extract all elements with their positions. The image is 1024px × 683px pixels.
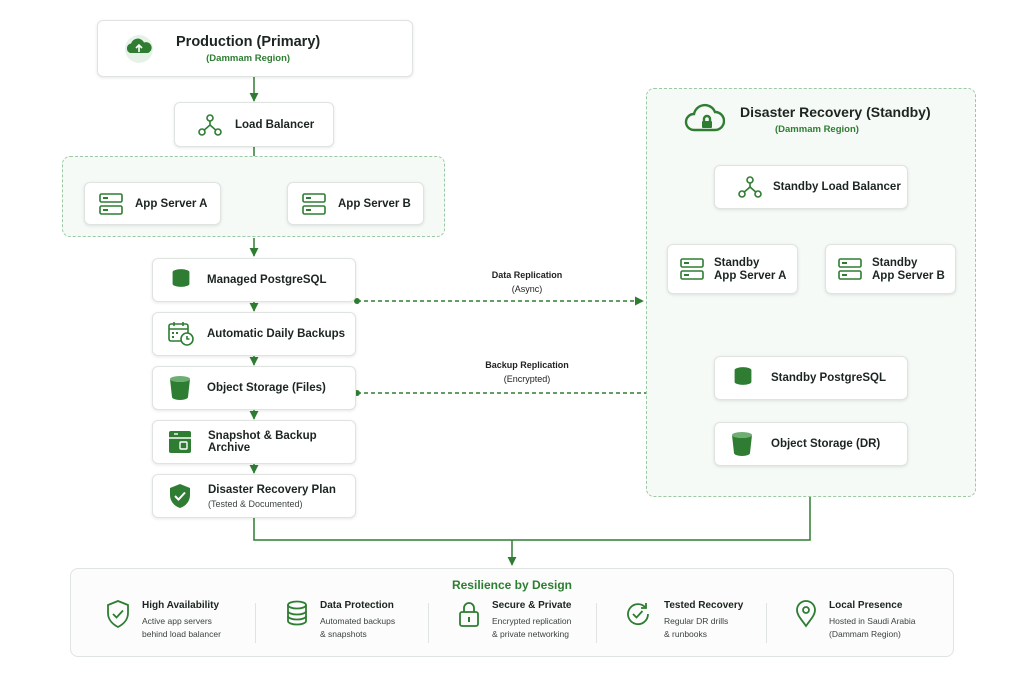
app-server-a-label: App Server A [135, 197, 208, 210]
feature-line2: & snapshots [320, 629, 367, 639]
dr-object-storage-label: Object Storage (DR) [771, 438, 881, 450]
database-icon [733, 366, 753, 390]
shield-check-icon [168, 483, 192, 509]
standby-postgresql-card[interactable]: Standby PostgreSQL [714, 356, 908, 400]
feature-secure-private: Secure & Private Encrypted replication &… [458, 600, 572, 641]
standby-load-balancer-label: Standby Load Balancer [773, 181, 901, 193]
feature-line2: & private networking [492, 629, 570, 639]
feature-line1: Encrypted replication [492, 616, 572, 626]
standby-app-server-a-card[interactable]: Standby App Server A [667, 244, 798, 294]
feature-title: Local Presence [829, 600, 903, 611]
data-replication-annotation: Data Replication (Async) [457, 270, 597, 294]
app-server-b-card[interactable]: App Server B [287, 182, 424, 225]
feature-local-presence: Local Presence Hosted in Saudi Arabia (D… [795, 600, 915, 641]
load-balancer-card[interactable]: Load Balancer [174, 102, 334, 147]
database-icon [171, 268, 191, 292]
feature-line2: behind load balancer [142, 629, 221, 639]
shield-check-icon [106, 600, 130, 628]
server-icon [99, 192, 123, 215]
feature-line2: (Dammam Region) [829, 629, 901, 639]
standby-app-server-b-line2: App Server B [872, 269, 945, 282]
feature-title: Data Protection [320, 600, 394, 611]
data-replication-title: Data Replication [491, 270, 563, 280]
feature-title: Tested Recovery [664, 600, 744, 611]
refresh-check-icon [624, 600, 652, 628]
object-storage-label: Object Storage (Files) [207, 382, 326, 394]
daily-backups-label: Automatic Daily Backups [207, 328, 346, 340]
postgresql-card[interactable]: Managed PostgreSQL [152, 258, 356, 302]
app-server-a-card[interactable]: App Server A [84, 182, 221, 225]
dr-object-storage-card[interactable]: Object Storage (DR) [714, 422, 908, 466]
feature-title: High Availability [142, 600, 220, 611]
server-icon [680, 258, 704, 280]
feature-title: Secure & Private [492, 600, 572, 611]
resilience-title: Resilience by Design [451, 578, 573, 592]
server-icon [302, 192, 326, 215]
standby-postgresql-label: Standby PostgreSQL [771, 372, 887, 384]
cloud-lock-icon [683, 99, 725, 135]
backup-replication-annotation: Backup Replication (Encrypted) [457, 360, 597, 384]
archive-label: Snapshot & Backup Archive [208, 430, 317, 454]
dr-region: (Dammam Region) [775, 124, 859, 135]
standby-app-server-b-card[interactable]: Standby App Server B [825, 244, 956, 294]
load-balancer-label: Load Balancer [235, 118, 315, 131]
feature-high-availability: High Availability Active app servers beh… [106, 600, 221, 641]
server-icon [838, 258, 862, 280]
feature-data-protection: Data Protection Automated backups & snap… [286, 600, 395, 641]
network-nodes-icon [737, 175, 763, 199]
standby-load-balancer-card[interactable]: Standby Load Balancer [714, 165, 908, 209]
bucket-icon [169, 375, 191, 401]
feature-line1: Active app servers [142, 616, 212, 626]
feature-line1: Regular DR drills [664, 616, 729, 626]
primary-region: (Dammam Region) [206, 52, 291, 64]
database-icon [286, 600, 308, 626]
feature-tested-recovery: Tested Recovery Regular DR drills & runb… [624, 600, 743, 641]
daily-backups-card[interactable]: Automatic Daily Backups [152, 312, 356, 356]
standby-app-server-a-line1: Standby [714, 256, 760, 269]
standby-app-server-b-line1: Standby [872, 256, 918, 269]
primary-title: Production (Primary) [176, 33, 321, 50]
archive-box-icon [168, 430, 192, 454]
object-storage-card[interactable]: Object Storage (Files) [152, 366, 356, 410]
lock-icon [458, 600, 480, 628]
divider [428, 603, 429, 643]
divider [766, 603, 767, 643]
archive-card[interactable]: Snapshot & Backup Archive [152, 420, 356, 464]
divider [255, 603, 256, 643]
backup-replication-sub: (Encrypted) [503, 374, 551, 384]
standby-app-server-a-line2: App Server A [714, 269, 787, 282]
feature-line2: & runbooks [664, 629, 707, 639]
dr-plan-card[interactable]: Disaster Recovery Plan (Tested & Documen… [152, 474, 356, 518]
dr-title: Disaster Recovery (Standby) [740, 104, 931, 120]
cloud-upload-icon [120, 34, 158, 64]
calendar-clock-icon [167, 321, 195, 347]
feature-line1: Automated backups [320, 616, 396, 626]
bucket-icon [731, 431, 753, 457]
dr-plan-title: Disaster Recovery Plan [208, 483, 336, 496]
backup-replication-title: Backup Replication [485, 360, 569, 370]
dr-plan-sub: (Tested & Documented) [208, 498, 303, 509]
divider [596, 603, 597, 643]
feature-line1: Hosted in Saudi Arabia [829, 616, 916, 626]
data-replication-sub: (Async) [511, 284, 543, 294]
location-pin-icon [795, 600, 817, 628]
postgresql-label: Managed PostgreSQL [207, 274, 327, 286]
network-nodes-icon [197, 113, 223, 137]
app-server-b-label: App Server B [338, 197, 411, 210]
primary-header-card: Production (Primary) (Dammam Region) [97, 20, 413, 77]
